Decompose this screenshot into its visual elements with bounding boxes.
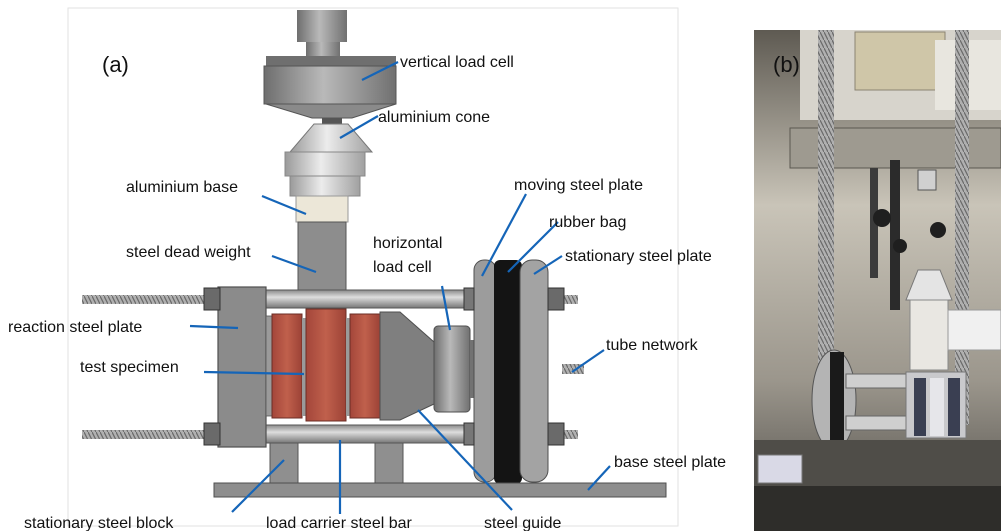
- steel-guide: [379, 311, 435, 421]
- label-test-specimen: test specimen: [80, 359, 179, 376]
- moving-steel-plate: [473, 259, 497, 483]
- horizontal-load-cell: [433, 325, 471, 413]
- panel-b-label: (b): [773, 52, 800, 77]
- photo-threaded-column-left: [818, 30, 834, 425]
- stationary-steel-plate: [519, 259, 549, 483]
- label-vertical-load-cell: vertical load cell: [400, 54, 514, 71]
- base-steel-plate: [213, 482, 667, 498]
- lower-threaded-rod: [82, 430, 212, 439]
- steel-dead-weight: [297, 221, 347, 303]
- label-tube-network: tube network: [606, 337, 699, 354]
- label-aluminium-cone: aluminium cone: [378, 109, 490, 126]
- label-horizontal-load-cell-line1: horizontal: [373, 235, 442, 252]
- aluminium-base: [295, 195, 349, 223]
- vertical-load-cell: [263, 10, 397, 124]
- load-carrier-steel-bar: [374, 442, 404, 486]
- photo-threaded-column-right: [955, 30, 969, 425]
- label-aluminium-base: aluminium base: [126, 179, 238, 196]
- label-rubber-bag: rubber bag: [549, 214, 626, 231]
- test-specimen: [265, 308, 381, 422]
- panel-b-photo: (b): [754, 30, 1001, 531]
- tube-network-threaded: [562, 364, 584, 374]
- label-stationary-steel-block: stationary steel block: [24, 515, 174, 531]
- label-moving-steel-plate: moving steel plate: [514, 177, 643, 194]
- leader-lines: [189, 61, 611, 514]
- label-stationary-steel-plate: stationary steel plate: [565, 248, 712, 265]
- panel-a-diagram: (a) vertical load cell aluminium cone al…: [8, 7, 726, 531]
- label-base-steel-plate: base steel plate: [614, 454, 726, 471]
- rubber-bag: [494, 260, 522, 484]
- panel-a-frame: [67, 7, 679, 527]
- upper-threaded-rod: [82, 295, 212, 304]
- label-load-carrier-steel-bar: load carrier steel bar: [266, 515, 413, 531]
- stationary-steel-block: [269, 442, 299, 486]
- reaction-steel-plate: [217, 286, 267, 448]
- label-steel-dead-weight: steel dead weight: [126, 244, 251, 261]
- label-horizontal-load-cell-line2: load cell: [373, 259, 432, 276]
- aluminium-cone: [284, 123, 374, 197]
- panel-a-label: (a): [102, 52, 129, 77]
- label-steel-guide: steel guide: [484, 515, 561, 531]
- label-reaction-steel-plate: reaction steel plate: [8, 319, 142, 336]
